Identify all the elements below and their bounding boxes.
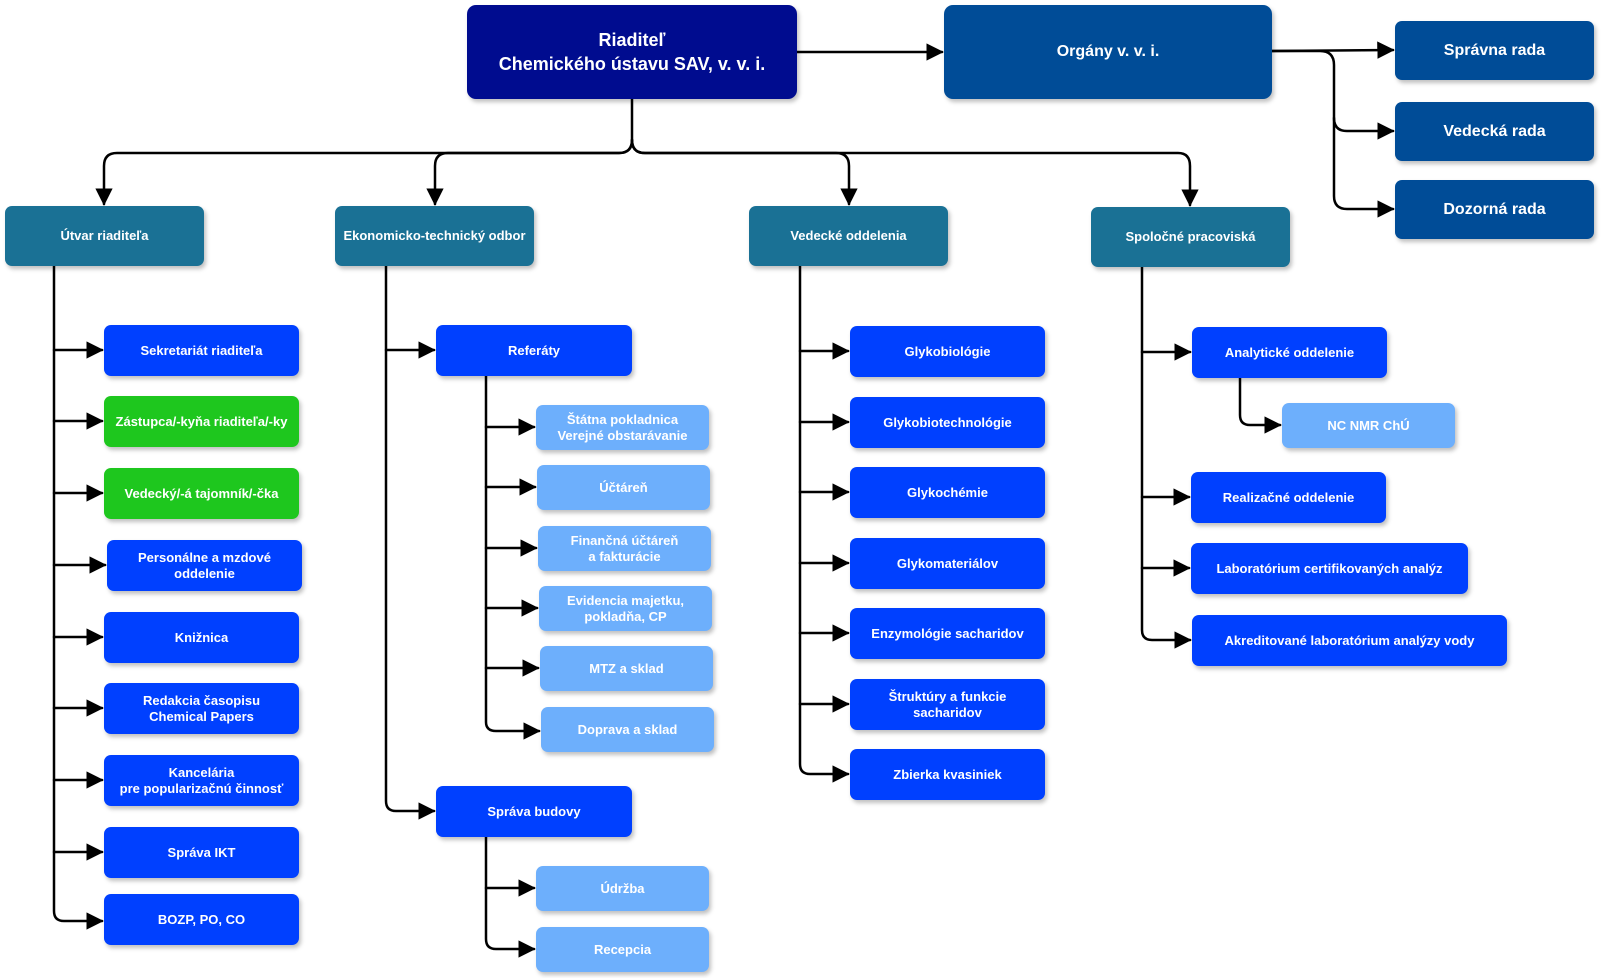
connector-34 (1140, 265, 1192, 649)
unit-sprava-ikt: Správa IKT (104, 827, 299, 878)
section-utvar-riaditela: Útvar riaditeľa (5, 206, 204, 266)
unit-sekretariat: Sekretariát riaditeľa (104, 325, 299, 376)
connector-6 (1270, 49, 1395, 140)
connector-8 (52, 264, 104, 930)
connector-7 (1332, 116, 1395, 218)
director-box: Riaditeľ Chemického ústavu SAV, v. v. i. (467, 5, 797, 99)
connector-3 (630, 138, 1199, 207)
connector-38 (1238, 376, 1282, 434)
unit-kniznica: Knižnica (104, 612, 299, 663)
unit-kancelaria: Kancelária pre popularizačnú činnosť (104, 755, 299, 806)
subunit-recepcia: Recepcia (536, 927, 709, 972)
connector-17 (384, 264, 436, 820)
unit-analyticke-oddelenie: Analytické oddelenie (1192, 327, 1387, 378)
connector-19 (484, 374, 541, 740)
organs-title: Orgány v. v. i. (1056, 43, 1160, 60)
dept-glykobiologie: Glykobiológie (850, 326, 1045, 377)
dept-zbierka-kvasiniek: Zbierka kvasiniek (850, 749, 1045, 800)
subunit-evidencia-majetku: Evidencia majetku, pokladňa, CP (539, 586, 712, 631)
unit-vedecky-tajomnik: Vedecký/-á tajomník/-čka (104, 468, 299, 519)
board-vedecka-rada: Vedecká rada (1395, 102, 1594, 161)
unit-laboratorium-certifikovanych: Laboratórium certifikovaných analýz (1191, 543, 1468, 594)
connector-27 (798, 264, 850, 783)
subunit-mtz-sklad: MTZ a sklad (540, 646, 713, 691)
connector-0 (95, 97, 634, 206)
unit-personalne: Personálne a mzdové oddelenie (107, 540, 302, 591)
subunit-statna-pokladnica: Štátna pokladnica Verejné obstarávanie (536, 405, 709, 450)
organs-box: Orgány v. v. i. (944, 5, 1272, 99)
dept-struktury-funkcie: Štruktúry a funkcie sacharidov (850, 679, 1045, 730)
subunit-doprava-sklad: Doprava a sklad (541, 707, 714, 752)
connector-25 (484, 835, 536, 958)
unit-bozp: BOZP, PO, CO (104, 894, 299, 945)
subunit-uctaren: Účtáreň (537, 465, 710, 510)
unit-referaty: Referáty (436, 325, 632, 376)
subunit-nc-nmr: NC NMR ChÚ (1282, 403, 1455, 448)
dept-glykobiotechnologie: Glykobiotechnológie (850, 397, 1045, 448)
dept-enzymologie: Enzymológie sacharidov (850, 608, 1045, 659)
board-spravna-rada: Správna rada (1395, 21, 1594, 80)
section-spolocne-pracoviska: Spoločné pracoviská (1091, 207, 1290, 267)
unit-redakcia: Redakcia časopisu Chemical Papers (104, 683, 299, 734)
unit-akreditovane-laboratorium: Akreditované laboratórium analýzy vody (1192, 615, 1507, 666)
subunit-udrzba: Údržba (536, 866, 709, 911)
board-dozorna-rada: Dozorná rada (1395, 180, 1594, 239)
connector-1 (426, 138, 634, 206)
dept-glykochemie: Glykochémie (850, 467, 1045, 518)
subunit-financna-uctaren: Finančná účtáreň a fakturácie (538, 526, 711, 571)
director-title: Riaditeľ (598, 30, 666, 50)
unit-zastupca: Zástupca/-kyňa riaditeľa/-ky (104, 396, 299, 447)
dept-glykomaterialov: Glykomateriálov (850, 538, 1045, 589)
connector-2 (630, 138, 858, 206)
section-vedecke-oddelenia: Vedecké oddelenia (749, 206, 948, 266)
unit-realizacne-oddelenie: Realizačné oddelenie (1191, 472, 1386, 523)
unit-sprava-budovy: Správa budovy (436, 786, 632, 837)
director-institute: Chemického ústavu SAV, v. v. i. (498, 54, 766, 74)
section-ekonomicko-technicky-odbor: Ekonomicko-technický odbor (335, 206, 534, 266)
